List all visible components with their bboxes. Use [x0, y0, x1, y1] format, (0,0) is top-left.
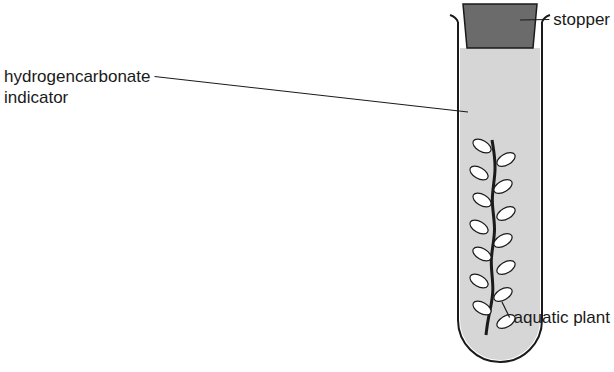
leader-line [520, 19, 549, 21]
plant-leaf [495, 204, 518, 224]
aquatic-plant-drawing [468, 136, 518, 335]
part-label: hydrogencarbonate indicator [4, 66, 194, 108]
leader-line [155, 77, 468, 113]
plant-leaf [471, 298, 494, 318]
plant-leaf [468, 217, 491, 237]
plant-leaf [492, 285, 515, 305]
leader-line [502, 302, 510, 318]
part-label: aquatic plant [514, 307, 610, 328]
plant-leaf [468, 163, 491, 183]
label-text: aquatic plant [514, 308, 610, 327]
plant-leaf [471, 190, 494, 210]
plant-leaf [471, 136, 494, 156]
plant-leaf [492, 231, 515, 251]
part-label: stopper [553, 9, 610, 30]
label-text: stopper [553, 10, 610, 29]
plant-leaf [495, 258, 518, 278]
label-text: hydrogencarbonate indicator [4, 67, 151, 107]
plant-leaf [471, 244, 494, 264]
plant-leaf [468, 271, 491, 291]
leader-lines [155, 20, 550, 318]
plant-leaf [492, 177, 515, 197]
stopper-shape [463, 4, 537, 48]
plant-leaf [495, 150, 518, 170]
